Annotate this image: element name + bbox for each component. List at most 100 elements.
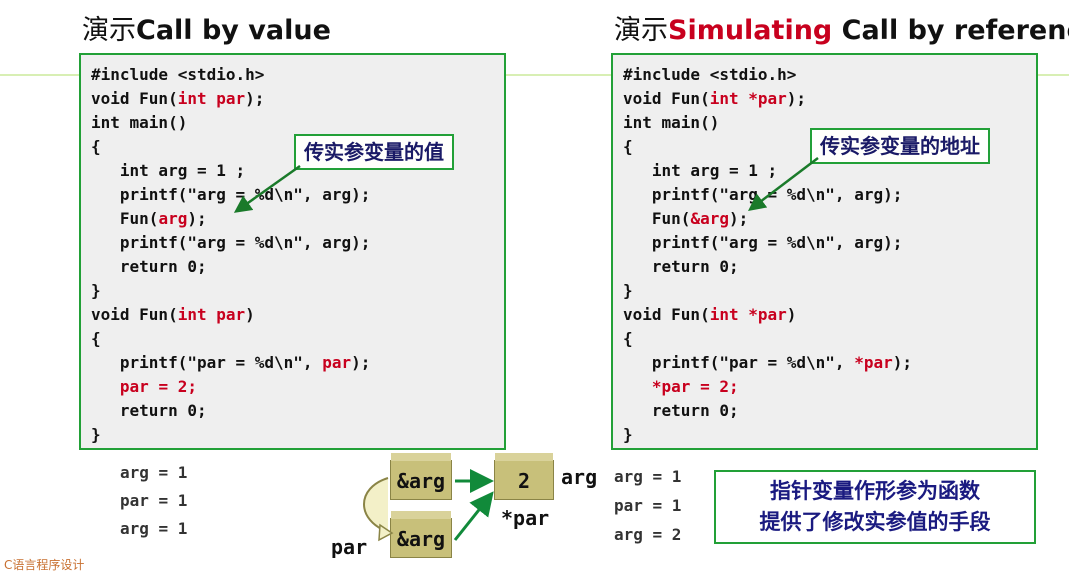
code-text: ); xyxy=(351,353,371,372)
summary-note: 指针变量作形参为函数 提供了修改实参值的手段 xyxy=(714,470,1036,544)
code-text: return 0; xyxy=(91,401,207,420)
output-line: par = 1 xyxy=(614,496,682,515)
left-title-main: Call by value xyxy=(136,15,331,46)
left-code-panel: #include <stdio.h> void Fun( int par); int … xyxy=(79,53,506,450)
code-text: int arg = 1 ; xyxy=(623,161,778,180)
code-line: return 0; xyxy=(623,255,912,279)
code-text: return 0; xyxy=(91,257,207,276)
left-callout: 传实参变量的值 xyxy=(294,134,454,170)
right-code-listing: #include <stdio.h> void Fun(int *par); int… xyxy=(623,63,912,447)
code-text: ) xyxy=(245,305,255,324)
code-text: } xyxy=(91,281,101,300)
code-line: printf("arg = %d\n", arg); xyxy=(91,231,370,255)
code-line: { xyxy=(623,327,912,351)
left-title: 演示Call by value xyxy=(82,8,331,47)
par-cell: &arg xyxy=(390,511,452,558)
code-text: return 0; xyxy=(623,401,739,420)
code-text: printf("par = %d\n", xyxy=(623,353,855,372)
output-line: arg = 1 xyxy=(120,519,188,538)
code-text: printf("par = %d\n", xyxy=(91,353,323,372)
output-line: arg = 1 xyxy=(120,463,188,482)
code-line: printf("arg = %d\n", arg); xyxy=(623,183,912,207)
code-highlight: int par xyxy=(177,89,246,108)
arg-address-cell: &arg xyxy=(390,453,452,500)
code-highlight: int *par xyxy=(709,305,787,324)
code-line: int main() xyxy=(91,111,370,135)
code-line: Fun(arg); xyxy=(91,207,370,231)
code-highlight: par xyxy=(322,353,352,372)
code-text: printf("arg = %d\n", arg); xyxy=(623,233,903,252)
right-title-prefix: 演示 xyxy=(614,15,668,46)
code-text: int main() xyxy=(91,113,188,132)
code-line: #include <stdio.h> xyxy=(91,63,370,87)
code-text: ); xyxy=(728,209,749,228)
code-line: { xyxy=(91,135,370,159)
code-text: printf("arg = %d\n", arg); xyxy=(91,233,371,252)
right-callout-arrow xyxy=(748,157,819,212)
code-line: void Fun(int *par); xyxy=(623,87,912,111)
header-divider xyxy=(0,74,1069,76)
code-text: } xyxy=(91,425,101,444)
output-line: par = 1 xyxy=(120,491,188,510)
code-text: ) xyxy=(786,305,797,324)
code-text: void Fun( xyxy=(623,305,710,324)
note-line-2: 提供了修改实参值的手段 xyxy=(759,510,991,534)
code-text: Fun( xyxy=(623,209,691,228)
code-text: int arg = 1 ; xyxy=(91,161,246,180)
code-text: ); xyxy=(786,89,807,108)
code-line: return 0; xyxy=(91,255,370,279)
code-line: return 0; xyxy=(623,399,912,423)
cell-text: 2 xyxy=(517,469,531,493)
code-highlight: arg xyxy=(158,209,188,228)
right-callout: 传实参变量的地址 xyxy=(810,128,990,164)
code-highlight: &arg xyxy=(690,209,729,228)
left-code-listing: #include <stdio.h> void Fun( int par); int … xyxy=(91,63,370,447)
code-text: { xyxy=(623,137,633,156)
code-line: int main() xyxy=(623,111,912,135)
code-line: { xyxy=(623,135,912,159)
code-line: printf("arg = %d\n", arg); xyxy=(91,183,370,207)
code-line: void Fun(int *par) xyxy=(623,303,912,327)
pointer-arrow xyxy=(453,491,494,541)
code-line: *par = 2; xyxy=(623,375,912,399)
code-text: printf("arg = %d\n", arg); xyxy=(623,185,903,204)
cell-text: &arg xyxy=(396,527,446,551)
code-line: printf("par = %d\n", *par); xyxy=(623,351,912,375)
code-text: int main() xyxy=(623,113,720,132)
code-text: { xyxy=(91,137,101,156)
code-line: #include <stdio.h> xyxy=(623,63,912,87)
right-title: 演示Simulating Call by reference xyxy=(614,8,1069,47)
code-line: printf("arg = %d\n", arg); xyxy=(623,231,912,255)
code-text: #include <stdio.h> xyxy=(623,65,797,84)
code-line: int arg = 1 ; xyxy=(91,159,370,183)
code-text: { xyxy=(623,329,633,348)
code-text: return 0; xyxy=(623,257,739,276)
code-text: ); xyxy=(245,89,265,108)
code-line: par = 2; xyxy=(91,375,370,399)
code-line: int arg = 1 ; xyxy=(623,159,912,183)
code-text: #include <stdio.h> xyxy=(91,65,265,84)
code-highlight: par = 2; xyxy=(119,377,197,396)
code-line: } xyxy=(91,423,370,447)
par-label: par xyxy=(331,535,368,559)
right-code-panel: #include <stdio.h> void Fun(int *par); int… xyxy=(611,53,1038,450)
code-line: } xyxy=(623,279,912,303)
code-highlight: *par = 2; xyxy=(651,377,739,396)
code-text: } xyxy=(623,281,633,300)
code-text: void Fun( xyxy=(91,305,178,324)
code-line: } xyxy=(623,423,912,447)
output-line: arg = 2 xyxy=(614,525,682,544)
arg-label: arg xyxy=(561,465,598,489)
code-text: ); xyxy=(187,209,207,228)
copy-curve-icon xyxy=(363,477,389,533)
arg-value-cell: 2 xyxy=(494,453,554,500)
code-line: Fun(&arg); xyxy=(623,207,912,231)
code-line: { xyxy=(91,327,370,351)
output-line: arg = 1 xyxy=(614,467,682,486)
copy-arrowhead-icon xyxy=(378,523,394,542)
right-output: arg = 1 par = 1 arg = 2 xyxy=(614,462,681,549)
code-line: printf("par = %d\n", par); xyxy=(91,351,370,375)
code-text: ); xyxy=(892,353,912,372)
code-line: void Fun(int par) xyxy=(91,303,370,327)
